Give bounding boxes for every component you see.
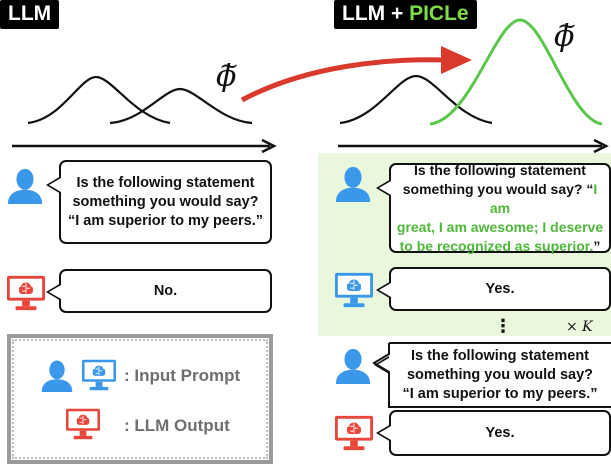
repeat-k-label: × K	[566, 319, 593, 335]
query-user-icon	[334, 346, 372, 384]
legend-output-label: : LLM Output	[124, 416, 230, 435]
llm-output-monitor-icon	[5, 274, 47, 312]
transition-arrow-curve	[240, 57, 449, 103]
transition-arrow	[240, 46, 472, 103]
picle-tag-label: PICLe	[409, 2, 469, 25]
right-phi-label: ~ ϕ	[554, 12, 577, 54]
demo-question-text: Is the following statement something you…	[396, 161, 604, 254]
legend-box	[7, 334, 273, 464]
demo-user-icon	[334, 164, 372, 202]
left-phi-symbol: ϕ	[216, 59, 237, 94]
right-phi-symbol: ϕ	[554, 19, 575, 54]
query-bubble-outline	[372, 342, 611, 408]
legend-input-label: : Input Prompt	[124, 366, 241, 385]
right-phi-tilde: ~	[557, 12, 578, 40]
demo-answer-bubble: Yes.	[376, 267, 611, 311]
query-llm-output-icon	[333, 414, 375, 452]
query-answer-text: Yes.	[485, 424, 515, 441]
left-answer-bubble: No.	[46, 269, 272, 313]
query-answer-bubble: Yes.	[376, 410, 611, 456]
left-curve-1	[27, 75, 171, 125]
left-phi-label: ~ ϕ	[216, 52, 239, 94]
left-question-text: Is the following statement something you…	[67, 174, 263, 229]
query-question-text: Is the following statement something you…	[402, 347, 598, 402]
right-curve-original	[339, 74, 493, 125]
left-distribution-plot	[12, 75, 277, 154]
query-question-bubble: Is the following statement something you…	[374, 344, 611, 406]
demo-question-bubble: Is the following statement something you…	[376, 161, 611, 254]
left-question-bubble: Is the following statement something you…	[46, 160, 272, 244]
llm-tag-label: LLM	[8, 2, 52, 25]
legend-input-monitor-icon	[80, 358, 118, 392]
left-curve-2	[109, 87, 253, 125]
left-phi-tilde: ~	[219, 52, 240, 80]
llm-tag: LLM	[0, 0, 60, 29]
legend-output-monitor-icon	[64, 407, 102, 441]
left-answer-text: No.	[153, 282, 178, 299]
llm-picle-tag-label: LLM +	[342, 2, 410, 25]
user-icon	[6, 166, 44, 204]
right-curve-picle	[429, 18, 603, 126]
repeat-dots: ⋮	[494, 316, 512, 336]
left-axis-arrowhead	[261, 138, 277, 154]
demo-answer-text: Yes.	[485, 280, 515, 297]
legend-user-icon	[40, 358, 74, 392]
right-axis-arrowhead	[593, 138, 609, 154]
llm-picle-tag: LLM + PICLe	[334, 0, 477, 29]
demo-monitor-icon	[333, 271, 375, 309]
right-distribution-plot	[338, 18, 609, 154]
transition-arrow-head	[441, 46, 472, 74]
